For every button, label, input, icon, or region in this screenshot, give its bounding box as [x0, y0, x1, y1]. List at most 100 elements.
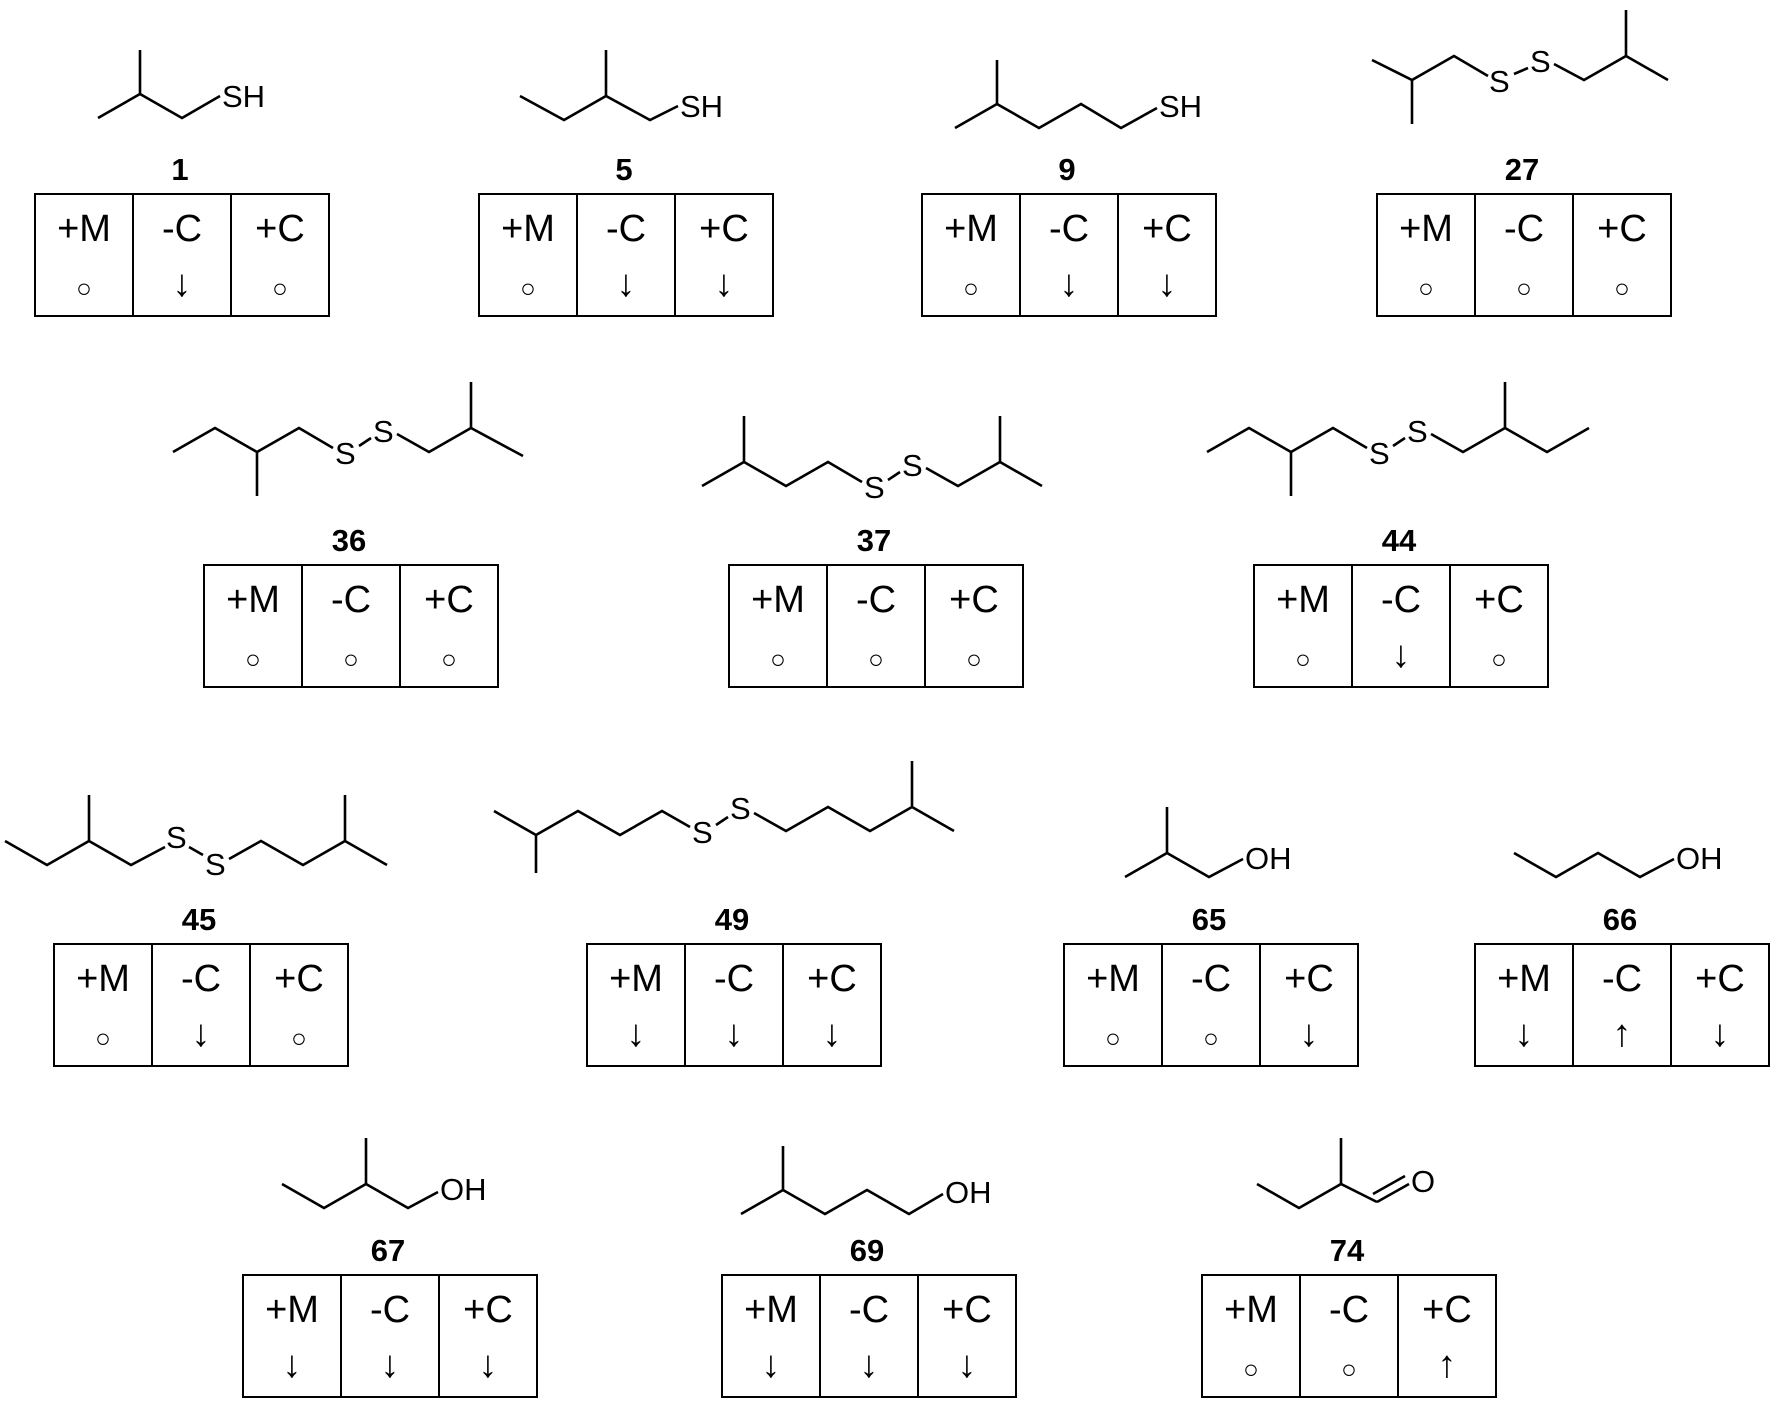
- effect-value: ↓: [616, 263, 636, 305]
- effect-value: ○: [272, 273, 288, 303]
- effect-value: ↓: [1710, 1013, 1730, 1055]
- atom-label: S: [1407, 414, 1428, 449]
- compound-number: 74: [1329, 1233, 1365, 1268]
- effect-table: +M○ -C↓ +C○: [34, 193, 330, 317]
- effect-value: ○: [1341, 1354, 1357, 1384]
- effect-value: ○: [1243, 1354, 1259, 1384]
- atom-label: O: [1411, 1164, 1435, 1199]
- cell-plus-m: +M○: [1063, 943, 1163, 1067]
- cell-minus-c: -C↑: [1572, 943, 1672, 1067]
- compound-number: 49: [714, 902, 750, 937]
- effect-value: ○: [966, 644, 982, 674]
- cell-minus-c: -C↓: [151, 943, 251, 1067]
- atom-label: SH: [222, 79, 265, 114]
- effect-value: ↓: [859, 1344, 879, 1386]
- structure-44: S S: [1206, 382, 1590, 496]
- effect-value: ○: [95, 1023, 111, 1053]
- compound-number: 67: [370, 1233, 406, 1268]
- cell-plus-m: +M↓: [242, 1274, 342, 1398]
- structure-74: O: [1256, 1138, 1435, 1210]
- effect-value: ↑: [1612, 1013, 1632, 1055]
- effect-value: ○: [245, 644, 261, 674]
- cell-minus-c: -C↓: [576, 193, 676, 317]
- effect-table: +M○ -C↓ +C↓: [478, 193, 774, 317]
- effect-value: ↓: [1514, 1013, 1534, 1055]
- effect-value: ↓: [191, 1013, 211, 1055]
- compound-number: 27: [1504, 152, 1540, 187]
- cell-minus-c: -C↓: [819, 1274, 919, 1398]
- cell-plus-m: +M↓: [586, 943, 686, 1067]
- effect-value: ↓: [714, 263, 734, 305]
- structure-5: SH: [519, 50, 723, 124]
- cell-plus-m: +M○: [1201, 1274, 1301, 1398]
- cell-plus-m: +M○: [921, 193, 1021, 317]
- effect-table: +M○ -C↓ +C○: [53, 943, 349, 1067]
- cell-plus-m: +M○: [53, 943, 153, 1067]
- atom-label: SH: [680, 89, 723, 124]
- effect-value: ↓: [282, 1344, 302, 1386]
- structure-1: SH: [97, 50, 265, 120]
- effect-value: ○: [441, 644, 457, 674]
- effect-value: ○: [963, 273, 979, 303]
- atom-label: S: [166, 820, 187, 855]
- atom-label: S: [1530, 44, 1551, 79]
- cell-plus-c: +C↓: [782, 943, 882, 1067]
- cell-minus-c: -C○: [1299, 1274, 1399, 1398]
- effect-table: +M○ -C○ +C○: [203, 564, 499, 688]
- structure-67: OH: [281, 1138, 487, 1210]
- effect-value: ↓: [1157, 263, 1177, 305]
- structure-66: OH: [1513, 841, 1723, 879]
- atom-label: OH: [1676, 841, 1723, 876]
- atom-label: S: [864, 470, 885, 505]
- cell-plus-c: +C↓: [1259, 943, 1359, 1067]
- cell-minus-c: -C○: [826, 564, 926, 688]
- effect-table: +M○ -C○ +C↓: [1063, 943, 1359, 1067]
- cell-plus-m: +M↓: [1474, 943, 1574, 1067]
- effect-value: ↓: [724, 1013, 744, 1055]
- effect-table: +M↓ -C↓ +C↓: [586, 943, 882, 1067]
- cell-plus-m: +M○: [1376, 193, 1476, 317]
- cell-plus-c: +C○: [1572, 193, 1672, 317]
- cell-plus-m: +M○: [1253, 564, 1353, 688]
- effect-value: ↓: [1299, 1013, 1319, 1055]
- cell-plus-m: +M○: [203, 564, 303, 688]
- effect-value: ○: [1418, 273, 1434, 303]
- atom-label: S: [205, 847, 226, 882]
- compound-number: 9: [1058, 152, 1076, 187]
- effect-value: ○: [520, 273, 536, 303]
- cell-plus-m: +M↓: [721, 1274, 821, 1398]
- cell-plus-m: +M○: [478, 193, 578, 317]
- effect-value: ○: [343, 644, 359, 674]
- effect-value: ○: [1614, 273, 1630, 303]
- compound-number: 66: [1602, 902, 1638, 937]
- atom-label: SH: [1159, 89, 1202, 124]
- effect-table: +M↓ -C↓ +C↓: [242, 1274, 538, 1398]
- compound-number: 5: [615, 152, 633, 187]
- effect-value: ↓: [761, 1344, 781, 1386]
- cell-plus-c: +C○: [249, 943, 349, 1067]
- cell-minus-c: -C○: [1161, 943, 1261, 1067]
- effect-table: +M↓ -C↑ +C↓: [1474, 943, 1770, 1067]
- effect-table: +M○ -C↓ +C↓: [921, 193, 1217, 317]
- cell-minus-c: -C↓: [340, 1274, 440, 1398]
- compound-number: 1: [171, 152, 189, 187]
- structure-45: S S: [4, 795, 388, 882]
- cell-plus-c: +C↓: [917, 1274, 1017, 1398]
- structure-36: S S: [172, 382, 524, 496]
- compound-number: 69: [849, 1233, 885, 1268]
- atom-label: OH: [1245, 841, 1292, 876]
- cell-plus-c: +C↓: [1117, 193, 1217, 317]
- cell-minus-c: -C○: [1474, 193, 1574, 317]
- atom-label: S: [692, 815, 713, 850]
- atom-label: S: [373, 414, 394, 449]
- atom-label: S: [902, 448, 923, 483]
- effect-table: +M○ -C↓ +C○: [1253, 564, 1549, 688]
- effect-value: ↑: [1437, 1344, 1457, 1386]
- compound-number: 37: [856, 523, 892, 558]
- structure-37: S S: [701, 416, 1043, 505]
- effect-value: ○: [1516, 273, 1532, 303]
- cell-minus-c: -C↓: [132, 193, 232, 317]
- effect-value: ↓: [626, 1013, 646, 1055]
- cell-plus-c: +C↓: [438, 1274, 538, 1398]
- effect-value: ○: [76, 273, 92, 303]
